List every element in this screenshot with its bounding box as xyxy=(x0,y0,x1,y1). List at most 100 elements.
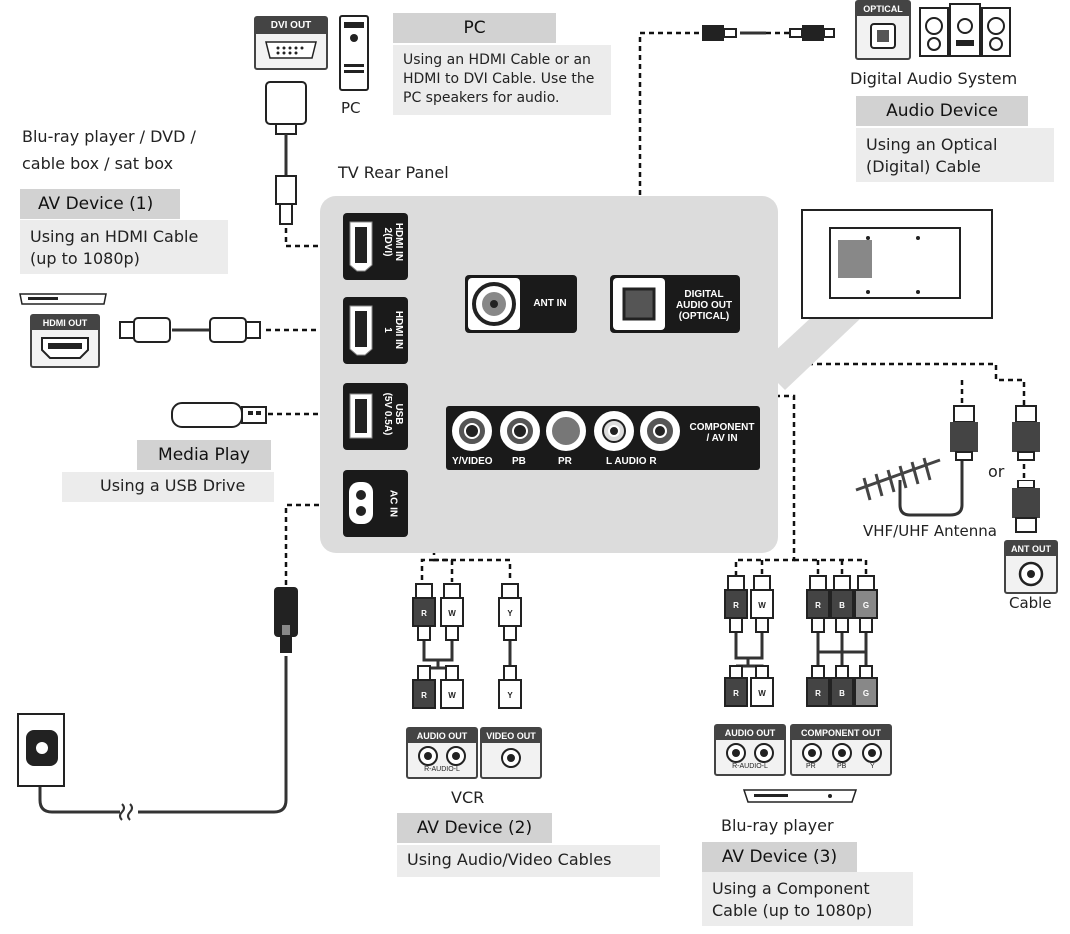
pc-tower-icon xyxy=(339,15,369,91)
usb-label: USB (5V 0.5A) xyxy=(382,392,404,436)
usb-port[interactable]: USB (5V 0.5A) xyxy=(343,383,408,450)
av2-audio-sub-label: R-AUDIO-L xyxy=(424,766,460,773)
panel-title: TV Rear Panel xyxy=(338,163,449,182)
av3-component-out-label: COMPONENT OUT xyxy=(792,726,890,740)
svg-text:R: R xyxy=(733,689,739,698)
av2-audio-out-port[interactable]: AUDIO OUT R-AUDIO-L xyxy=(406,727,478,779)
ant-out-label: ANT OUT xyxy=(1006,542,1056,556)
svg-text:B: B xyxy=(839,601,845,610)
antenna-icon xyxy=(855,457,941,501)
jack-label-pr: PR xyxy=(558,456,572,467)
optical-out-port[interactable]: OPTICAL xyxy=(855,0,911,60)
av3-rca-cables-icon: R W R B G R W R B G xyxy=(724,575,878,707)
svg-text:W: W xyxy=(758,601,766,610)
ant-cable-path xyxy=(492,336,1026,410)
ac-in-label: AC IN xyxy=(387,489,399,518)
audio-desc-line-2: (Digital) Cable xyxy=(866,157,981,176)
av3-comp-sub-pr: PR xyxy=(806,763,816,770)
component-av-in-port[interactable]: Y/VIDEO PB PR L AUDIO R COMPONENT / AV I… xyxy=(446,406,760,470)
hdmi-icon xyxy=(349,221,373,272)
optical-cable-icon xyxy=(702,25,737,41)
bluray-player-icon xyxy=(742,789,858,803)
wall-outlet-icon xyxy=(17,713,65,787)
hdmi-1-port[interactable]: HDMI IN 1 xyxy=(343,297,408,364)
hdmi-out-port[interactable]: HDMI OUT xyxy=(30,314,100,368)
dvi-out-port[interactable]: DVI OUT xyxy=(254,16,328,70)
optical-cable-path-a xyxy=(638,31,700,276)
usb-drive-icon xyxy=(171,402,267,428)
hdmi-cable-icon xyxy=(119,317,261,343)
power-socket-icon xyxy=(349,482,373,524)
av3-audio-out-label: AUDIO OUT xyxy=(716,726,784,740)
coax-jack-icon xyxy=(1018,561,1044,587)
svg-text:R: R xyxy=(733,601,739,610)
av3-description: Using a Component Cable (up to 1080p) xyxy=(702,872,913,926)
av1-title: AV Device (1) xyxy=(20,189,180,219)
av2-audio-out-label: AUDIO OUT xyxy=(408,729,476,743)
pc-desc-line-1: Using an HDMI Cable or an xyxy=(403,52,591,68)
dvi-connector-icon xyxy=(265,41,317,59)
av2-description: Using Audio/Video Cables xyxy=(397,845,660,877)
audio-desc-line-1: Using an Optical xyxy=(866,135,998,154)
coax-plug-icon-3 xyxy=(1012,480,1040,533)
vcr-label: VCR xyxy=(451,788,485,807)
coax-plug-icon-2 xyxy=(1012,405,1040,461)
av3-audio-out-port[interactable]: AUDIO OUT R-AUDIO-L xyxy=(714,724,786,776)
optical-jack-icon xyxy=(613,278,665,330)
tv-back-icon xyxy=(801,209,993,319)
svg-text:W: W xyxy=(448,691,456,700)
pc-cable-path xyxy=(284,228,336,248)
av2-rca-cables-icon: R W Y R W Y xyxy=(412,583,522,709)
ant-in-port[interactable]: ANT IN xyxy=(465,275,577,333)
av3-desc-line-2: Cable (up to 1080p) xyxy=(712,901,873,920)
antenna-label: VHF/UHF Antenna xyxy=(863,522,997,540)
ac-in-port[interactable]: AC IN xyxy=(343,470,408,537)
optical-cable-icon-2 xyxy=(789,25,835,41)
av2-video-out-port[interactable]: VIDEO OUT xyxy=(480,727,542,779)
ant-out-port[interactable]: ANT OUT xyxy=(1004,540,1058,594)
hdmi-2-label: HDMI IN 2(DVI) xyxy=(382,222,404,262)
stereo-system-icon xyxy=(919,3,1011,57)
svg-text:W: W xyxy=(758,689,766,698)
pc-description: Using an HDMI Cable or an HDMI to DVI Ca… xyxy=(393,45,611,115)
hdmi-2-port[interactable]: HDMI IN 2(DVI) xyxy=(343,213,408,280)
bluray-label: Blu-ray player xyxy=(721,816,834,835)
coax-jack-icon xyxy=(468,278,520,330)
optical-jack-icon xyxy=(870,23,896,49)
media-title: Media Play xyxy=(137,440,271,470)
pc-title: PC xyxy=(393,13,556,43)
av1-desc-line-2: (up to 1080p) xyxy=(30,249,140,268)
ant-in-label: ANT IN xyxy=(533,298,567,309)
av2-title: AV Device (2) xyxy=(397,813,552,843)
svg-text:R: R xyxy=(815,601,821,610)
av3-audio-sub-label: R-AUDIO-L xyxy=(732,763,768,770)
svg-text:R: R xyxy=(421,691,427,700)
pc-desc-line-2: HDMI to DVI Cable. Use the xyxy=(403,71,595,87)
usb-icon xyxy=(349,393,373,439)
rca-jack-icon xyxy=(802,743,882,763)
audio-title: Audio Device xyxy=(856,96,1028,126)
av3-comp-sub-y: Y xyxy=(870,763,875,770)
rca-jack-icon xyxy=(418,746,466,766)
hdmi-out-label: HDMI OUT xyxy=(32,316,98,330)
av1-device-label-1: Blu-ray player / DVD / xyxy=(22,127,196,146)
jack-label-y-video: Y/VIDEO xyxy=(452,456,493,467)
av3-desc-line-1: Using a Component xyxy=(712,879,870,898)
dvi-hdmi-cable-icon xyxy=(265,81,307,225)
av1-desc-line-1: Using an HDMI Cable xyxy=(30,227,199,246)
media-desc-line-1: Using a USB Drive xyxy=(100,476,246,495)
av2-video-out-label: VIDEO OUT xyxy=(482,729,540,743)
digital-audio-out-label: DIGITAL AUDIO OUT (OPTICAL) xyxy=(675,289,733,322)
av3-comp-sub-pb: PB xyxy=(837,763,847,770)
or-label: or xyxy=(988,462,1005,481)
av2-desc-line-1: Using Audio/Video Cables xyxy=(407,850,612,869)
hdmi-1-label: HDMI IN 1 xyxy=(382,310,404,350)
hdmi-icon xyxy=(41,337,89,359)
svg-text:W: W xyxy=(448,609,456,618)
hdmi-icon xyxy=(349,305,373,356)
power-plug-icon xyxy=(274,587,298,653)
pc-device-label: PC xyxy=(341,99,361,117)
digital-audio-out-port[interactable]: DIGITAL AUDIO OUT (OPTICAL) xyxy=(610,275,740,333)
jack-label-audio: L AUDIO R xyxy=(606,456,657,467)
av3-component-out-port[interactable]: COMPONENT OUT PR PB Y xyxy=(790,724,892,776)
